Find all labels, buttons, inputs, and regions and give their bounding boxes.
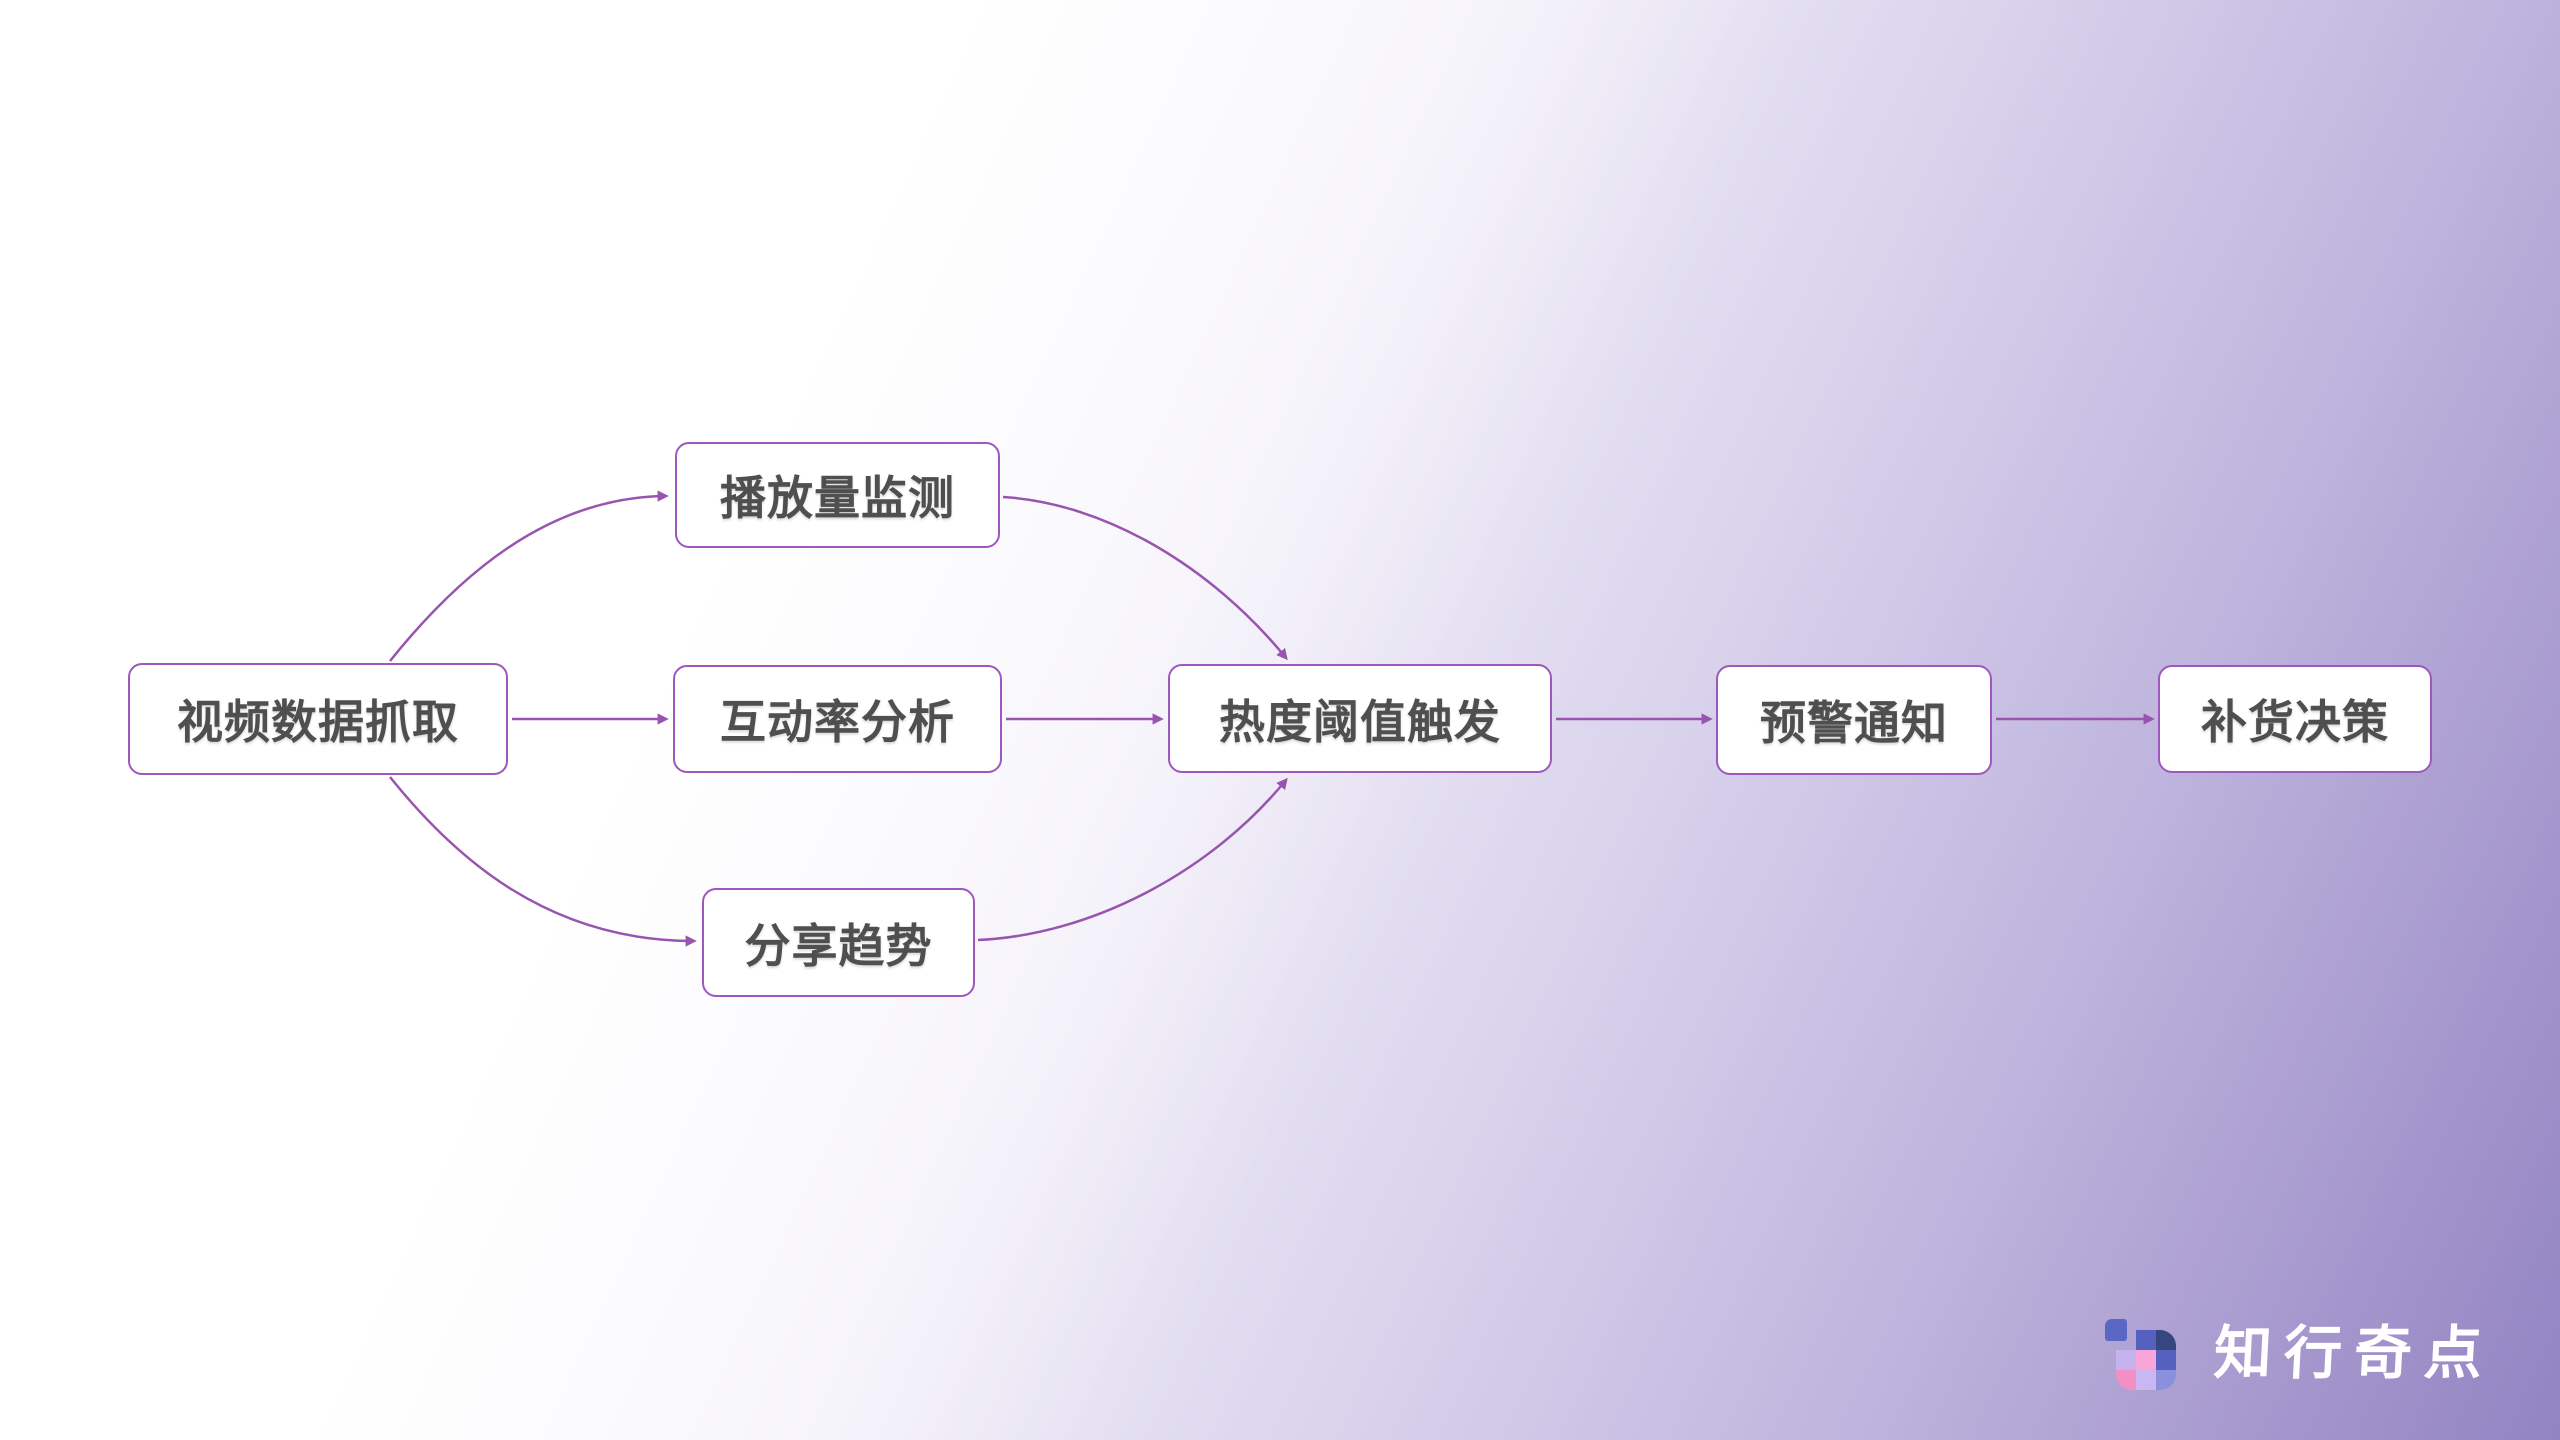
node-label: 播放量监测 xyxy=(720,472,955,524)
node-alert-notification: 预警通知 xyxy=(1716,665,1992,775)
edge-video-to-share xyxy=(389,776,697,947)
node-label: 互动率分析 xyxy=(720,696,955,748)
logo-cell xyxy=(2136,1330,2156,1350)
node-label: 分享趋势 xyxy=(744,919,933,972)
edge-video-to-playcount xyxy=(389,490,669,662)
brand-logo-text: 知行奇点 xyxy=(2212,1321,2496,1386)
node-label: 热度阈值触发 xyxy=(1219,695,1501,748)
node-label: 补货决策 xyxy=(2201,696,2389,748)
logo-small-square xyxy=(2105,1319,2127,1341)
logo-grid xyxy=(2116,1330,2176,1390)
logo-cell xyxy=(2156,1370,2176,1390)
logo-cell-empty xyxy=(2116,1330,2136,1350)
node-engagement-rate-analysis: 互动率分析 xyxy=(673,665,1002,773)
logo-cell xyxy=(2116,1350,2136,1370)
node-video-data-capture: 视频数据抓取 xyxy=(128,663,508,775)
logo-cell xyxy=(2136,1370,2156,1390)
logo-cell xyxy=(2136,1350,2156,1370)
node-restock-decision: 补货决策 xyxy=(2158,665,2432,773)
edge-share-to-threshold xyxy=(977,777,1288,942)
node-label: 视频数据抓取 xyxy=(177,696,459,748)
node-share-trend: 分享趋势 xyxy=(702,888,975,997)
node-heat-threshold-trigger: 热度阈值触发 xyxy=(1168,664,1552,773)
brand-logo-icon xyxy=(2105,1318,2176,1390)
node-play-count-monitoring: 播放量监测 xyxy=(675,442,1000,548)
edge-playcount-to-threshold xyxy=(1002,495,1288,661)
logo-cell xyxy=(2156,1330,2176,1350)
logo-cell xyxy=(2156,1350,2176,1370)
logo-cell xyxy=(2116,1370,2136,1390)
node-label: 预警通知 xyxy=(1760,697,1948,749)
brand-logo: 知行奇点 xyxy=(2105,1318,2496,1390)
